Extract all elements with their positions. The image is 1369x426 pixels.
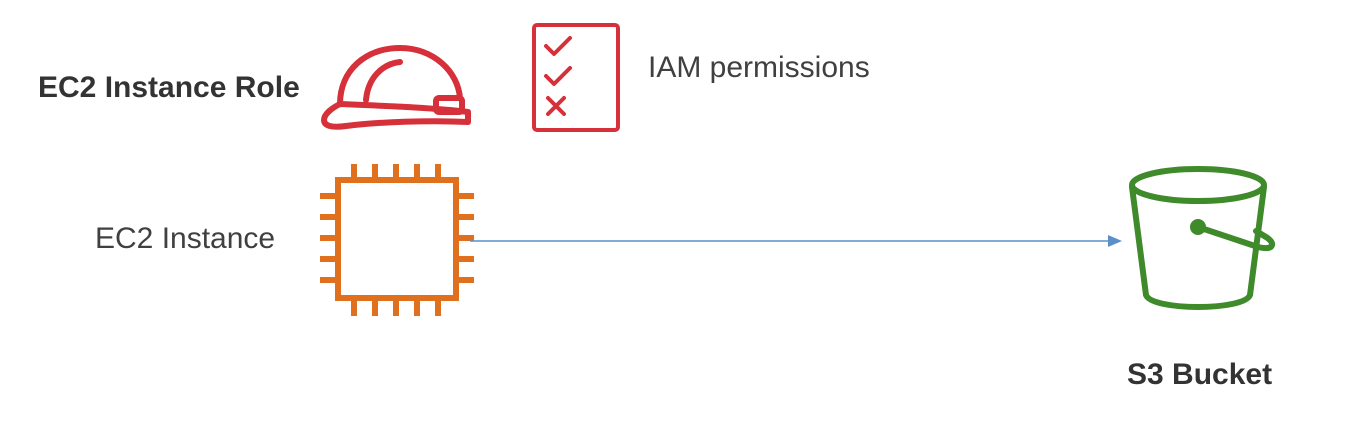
arrow-icon: [470, 235, 1122, 247]
s3-bucket-label: S3 Bucket: [1127, 358, 1273, 391]
checklist-icon: [532, 23, 620, 132]
ec2-chip-icon: [320, 164, 474, 316]
hard-hat-icon: [321, 45, 471, 130]
ec2-instance-label: EC2 Instance: [95, 222, 276, 255]
s3-bucket-icon: [1129, 166, 1276, 310]
ec2-instance-role-label: EC2 Instance Role: [38, 71, 300, 104]
iam-permissions-label: IAM permissions: [648, 51, 870, 84]
